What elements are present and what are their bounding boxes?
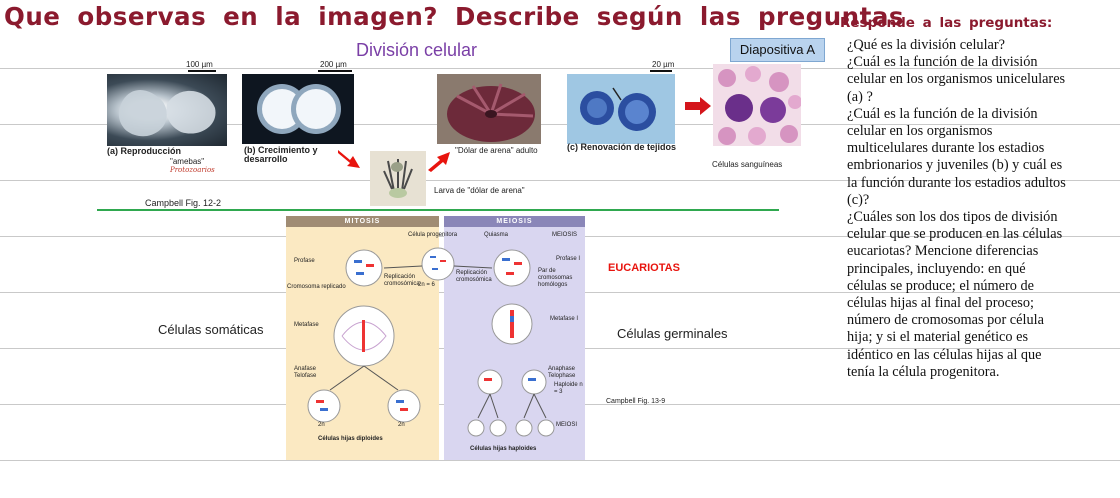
question-2: ¿Cuál es la función de la división celul…: [847, 54, 1066, 105]
amoeba-image: [107, 74, 227, 146]
label-meiosis-ii: MEIOSI: [556, 422, 578, 428]
label-cromosoma-replicado: Cromosoma replicado: [287, 284, 346, 290]
caption-dolar-adulto: "Dólar de arena" adulto: [455, 146, 538, 155]
label-celulas-germinales: Células germinales: [617, 326, 728, 341]
label-profase: Profase: [294, 258, 315, 264]
scale-bar: [188, 70, 216, 72]
label-2n-a: 2n: [318, 422, 325, 428]
label-celulas-somaticas: Células somáticas: [158, 322, 264, 337]
label-hijas-haploides: Células hijas haploides: [470, 446, 537, 452]
questions-column: ¿Qué es la división celular? ¿Cuál es la…: [847, 37, 1067, 381]
question-1: ¿Qué es la división celular?: [847, 37, 1005, 53]
caption-b: (b) Crecimiento y desarrollo: [244, 145, 318, 164]
meiosis-header: MEIOSIS: [444, 216, 585, 227]
label-replicacion: Replicación cromosómica: [384, 274, 420, 287]
source-bottom: Campbell Fig. 13-9: [606, 398, 666, 405]
tissue-image: [567, 74, 675, 144]
label-haploide: Haploide n = 3: [554, 382, 583, 395]
label-anaphase-ii: Anaphase Telophase: [548, 366, 576, 379]
question-3: ¿Cuál es la función de la división celul…: [847, 105, 1066, 208]
page-title: Que observas en la imagen? Describe segú…: [4, 2, 904, 31]
embryo-image: [242, 74, 354, 144]
caption-c: (c) Renovación de tejidos: [567, 142, 677, 152]
scale-label: 100 µm: [186, 60, 213, 69]
label-metafase-i: Metafase I: [550, 316, 579, 322]
label-profase-i: Profase I: [556, 256, 581, 262]
ruled-line: [0, 124, 1120, 125]
scale-label: 200 µm: [320, 60, 347, 69]
arrow-icon: [685, 97, 711, 115]
page-subtitle: Responde a las preguntas:: [840, 15, 1053, 31]
ruled-line: [0, 180, 1120, 181]
slide-badge: Diapositiva A: [730, 38, 825, 62]
label-metafase: Metafase: [294, 322, 319, 328]
label-two-n: 2n = 6: [418, 282, 435, 288]
label-quiasma: Quiasma: [484, 232, 509, 238]
caption-sangre: Células sanguíneas: [712, 160, 783, 169]
label-celula-progenitora: Célula progenitora: [408, 232, 458, 238]
label-hijas-diploides: Células hijas diploides: [318, 436, 383, 442]
divider-line: [97, 209, 779, 211]
division-diagram: [307, 247, 555, 437]
arrow-icon: [338, 150, 360, 168]
label-2n-b: 2n: [398, 422, 405, 428]
label-meiosis-i: MEIOSIS: [552, 232, 578, 238]
caption-a-note: Protozoarios: [170, 166, 215, 174]
ruled-line: [0, 460, 1120, 461]
caption-a: (a) Reproducción: [107, 146, 182, 156]
label-eucariotas: EUCARIOTAS: [608, 262, 680, 274]
caption-larva: Larva de "dólar de arena": [434, 186, 525, 195]
source-top: Campbell Fig. 12-2: [145, 198, 222, 208]
larva-image: [370, 151, 426, 206]
mitosis-header: MITOSIS: [286, 216, 439, 227]
ruled-line: [0, 68, 1120, 69]
caption-a-sub: "amebas": [170, 157, 205, 166]
question-4: ¿Cuáles son los dos tipos de división ce…: [847, 209, 1063, 380]
label-anafase: Anafase Telofase: [294, 366, 317, 379]
blood-cells-image: [713, 64, 802, 146]
scale-label: 20 µm: [652, 60, 675, 69]
scale-bar: [318, 70, 352, 72]
scale-bar: [650, 70, 672, 72]
label-replicacion-b: Replicación cromosómica: [456, 270, 492, 283]
label-par-homologos: Par de cromosomas homólogos: [538, 268, 573, 288]
slide-title: División celular: [356, 40, 478, 60]
sand-dollar-image: [437, 74, 541, 144]
arrow-icon: [428, 152, 450, 172]
